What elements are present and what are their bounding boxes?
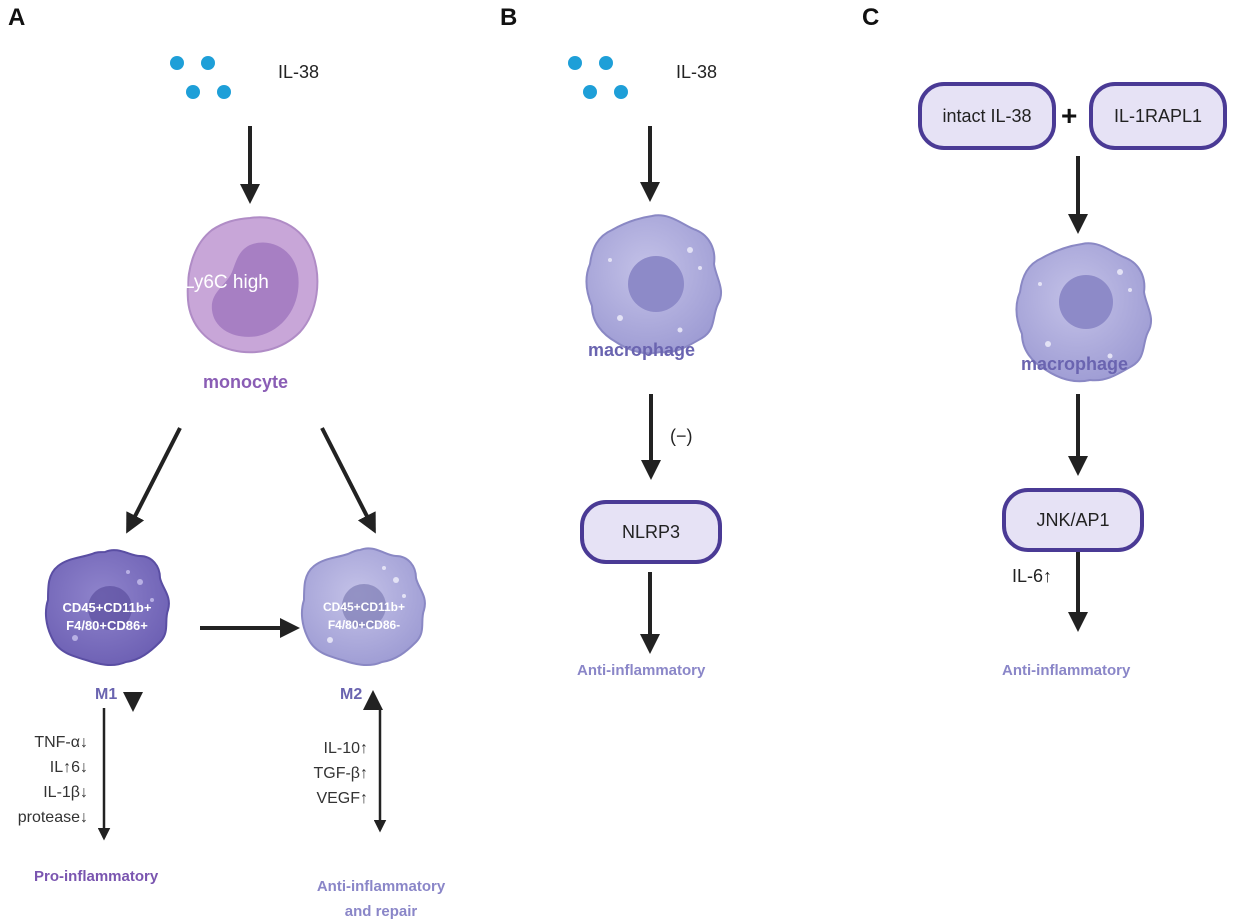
macrophage-c-cell — [1015, 242, 1153, 383]
m1-markers-line1: CD45+CD11b+ — [62, 600, 152, 615]
m2-cytokine: VEGF↑ — [316, 790, 368, 807]
panel-a-dots — [170, 56, 231, 99]
il38-dot — [614, 85, 628, 99]
il38-dot — [186, 85, 200, 99]
m2-cytokine: IL-10↑ — [323, 740, 368, 757]
m1-label: M1 — [95, 686, 118, 703]
m1-outcome: Pro-inflammatory — [34, 868, 159, 885]
panel-c-outcome: Anti-inflammatory — [1002, 662, 1131, 679]
macrophage-b-cell — [585, 214, 723, 355]
m2-label: M2 — [340, 686, 363, 703]
panel-b-dots — [568, 56, 628, 99]
nlrp3-box: NLRP3 — [580, 500, 722, 564]
m1-cytokine: protease↓ — [17, 809, 88, 826]
monocyte-label: monocyte — [203, 372, 289, 392]
m2-cytokine-list: IL-10↑ TGF-β↑ VEGF↑ — [286, 736, 368, 811]
m2-cytokine: TGF-β↑ — [313, 765, 368, 782]
panel-c-letter: C — [862, 4, 880, 31]
panel-b-letter: B — [500, 4, 518, 31]
m1-cytokine: IL↑6↓ — [49, 759, 88, 776]
il38-dot — [599, 56, 613, 70]
il38-dot — [201, 56, 215, 70]
m2-outcome-line2: and repair — [344, 903, 418, 920]
panel-b-ligand-label: IL-38 — [676, 62, 718, 82]
panel-a-letter: A — [8, 4, 26, 31]
arrow-a-monocyte-to-m1 — [126, 427, 182, 534]
m1-cytokine: IL-1β↓ — [43, 784, 88, 801]
m1-markers: CD45+CD11b+ F4/80+CD86+ — [40, 599, 174, 635]
panel-b-outcome: Anti-inflammatory — [577, 662, 706, 679]
inhibition-label: (−) — [670, 426, 693, 446]
il6-effect-label: IL-6↑ — [1012, 566, 1053, 586]
m2-markers: CD45+CD11b+ F4/80+CD86- — [296, 598, 432, 634]
arrow-a-monocyte-to-m2 — [320, 427, 376, 534]
il38-dot — [583, 85, 597, 99]
m1-cell — [44, 549, 170, 667]
m1-markers-line2: F4/80+CD86+ — [66, 618, 148, 633]
monocyte-inner-label: Ly6C high — [184, 272, 269, 293]
intact-il38-box: intact IL-38 — [918, 82, 1056, 150]
m1-cytokine-list: TNF-α↓ IL↑6↓ IL-1β↓ protease↓ — [0, 730, 88, 830]
panel-a-ligand-label: IL-38 — [278, 62, 320, 82]
plus-sign: + — [1061, 100, 1078, 131]
macrophage-b-label: macrophage — [588, 340, 696, 360]
jnk-ap1-box: JNK/AP1 — [1002, 488, 1144, 552]
m1-cytokine: TNF-α↓ — [34, 734, 88, 751]
il38-dot — [170, 56, 184, 70]
monocyte-cell — [186, 216, 319, 354]
m2-outcome-line1: Anti-inflammatory — [316, 878, 446, 895]
m2-outcome: Anti-inflammatory and repair — [296, 874, 466, 924]
il38-dot — [217, 85, 231, 99]
macrophage-c-label: macrophage — [1021, 354, 1129, 374]
m2-markers-line1: CD45+CD11b+ — [322, 600, 406, 614]
il1rapl1-box: IL-1RAPL1 — [1089, 82, 1227, 150]
il38-dot — [568, 56, 582, 70]
m2-markers-line2: F4/80+CD86- — [327, 618, 401, 632]
m2-cell — [300, 547, 426, 667]
